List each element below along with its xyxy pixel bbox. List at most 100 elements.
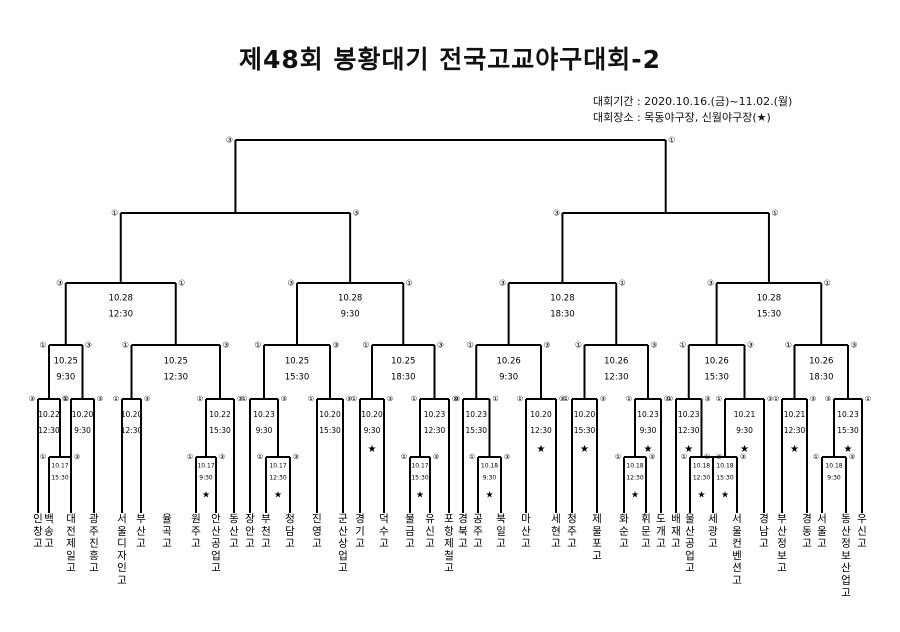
round2-match-15-right-mark: ③ bbox=[810, 395, 816, 403]
round2-match-7-venue-mark: ★ bbox=[368, 444, 377, 455]
round1-match-2-left-mark: ① bbox=[187, 453, 193, 461]
round1-match-2-venue-mark: ★ bbox=[202, 491, 210, 501]
round1-match-6-left-mark: ① bbox=[615, 453, 621, 461]
round1-match-1-date: 10.17 bbox=[51, 463, 68, 470]
round3-match-1-date: 10.25 bbox=[54, 357, 78, 367]
round4-match-4-date: 10.28 bbox=[757, 294, 781, 304]
round1-match-9-date: 10.18 bbox=[825, 463, 842, 470]
round3-match-3-date: 10.25 bbox=[285, 357, 309, 367]
round2-match-14-left-mark: ① bbox=[716, 395, 722, 403]
round2-match-9-time: 15:30 bbox=[465, 426, 487, 435]
round3-match-1-right-mark: ③ bbox=[85, 341, 92, 350]
round1-match-9-left-mark: ① bbox=[813, 453, 819, 461]
round2-match-2-left-mark: ① bbox=[62, 395, 68, 403]
round3-match-6-time: 12:30 bbox=[604, 373, 629, 383]
round2-match-11-time: 15:30 bbox=[574, 426, 596, 435]
round1-match-8-venue-mark: ★ bbox=[721, 491, 729, 501]
round2-match-7-date: 10.20 bbox=[361, 410, 383, 419]
round2-match-13-left-mark: ① bbox=[667, 395, 673, 403]
round2-match-14-venue-mark: ★ bbox=[740, 444, 749, 455]
round2-match-4-left-mark: ① bbox=[197, 395, 203, 403]
round1-match-5-venue-mark: ★ bbox=[485, 491, 493, 501]
round3-match-5-left-mark: ① bbox=[467, 341, 474, 350]
round1-match-2-right-mark: ③ bbox=[219, 453, 225, 461]
round1-match-5-date: 10.18 bbox=[481, 463, 498, 470]
round3-match-4-right-mark: ③ bbox=[437, 341, 444, 350]
round3-match-2-right-mark: ③ bbox=[222, 341, 229, 350]
round2-match-13-date: 10.23 bbox=[678, 410, 700, 419]
round4-match-2-right-mark: ① bbox=[406, 279, 413, 288]
round2-match-5-time: 9:30 bbox=[256, 426, 273, 435]
round2-match-7-left-mark: ① bbox=[351, 395, 357, 403]
round1-match-4-left-mark: ① bbox=[401, 453, 407, 461]
round1-match-9-right-mark: ③ bbox=[849, 453, 855, 461]
round3-match-8-time: 18:30 bbox=[809, 373, 834, 383]
round1-match-6-right-mark: ③ bbox=[649, 453, 655, 461]
round2-match-2-date: 10.20 bbox=[72, 410, 94, 419]
round3-match-2-date: 10.25 bbox=[164, 357, 188, 367]
semifinal-2-right-mark: ① bbox=[771, 209, 778, 218]
round3-match-7-left-mark: ① bbox=[679, 341, 686, 350]
round2-match-15-venue-mark: ★ bbox=[790, 444, 799, 455]
round2-match-10-venue-mark: ★ bbox=[537, 444, 546, 455]
round3-match-8-right-mark: ③ bbox=[850, 341, 857, 350]
round2-match-10-right-mark: ③ bbox=[559, 395, 565, 403]
round3-match-4-date: 10.25 bbox=[391, 357, 415, 367]
round1-match-5-time: 9:30 bbox=[483, 475, 497, 482]
round1-match-3-right-mark: ③ bbox=[293, 453, 299, 461]
round2-match-14-time: 9:30 bbox=[736, 426, 753, 435]
round2-match-5-left-mark: ① bbox=[241, 395, 247, 403]
round2-match-3-date: 10.20 bbox=[121, 410, 143, 419]
round1-match-8-date: 10.18 bbox=[716, 463, 733, 470]
round2-match-3-time: 12:30 bbox=[121, 426, 143, 435]
round1-match-7-venue-mark: ★ bbox=[697, 491, 705, 501]
round2-match-16-left-mark: ③ bbox=[825, 395, 831, 403]
round2-match-4-date: 10.22 bbox=[209, 410, 231, 419]
round1-match-6-date: 10.18 bbox=[626, 463, 643, 470]
round3-match-4-left-mark: ① bbox=[362, 341, 369, 350]
round2-match-8-right-mark: ③ bbox=[452, 395, 458, 403]
round2-match-11-date: 10.20 bbox=[574, 410, 596, 419]
round2-match-6-time: 15:30 bbox=[319, 426, 341, 435]
round3-match-3-left-mark: ① bbox=[254, 341, 261, 350]
round3-match-2-left-mark: ① bbox=[122, 341, 129, 350]
round3-match-8-left-mark: ① bbox=[785, 341, 792, 350]
round1-match-4-right-mark: ③ bbox=[433, 453, 439, 461]
final-right-mark: ① bbox=[668, 136, 675, 145]
round2-match-6-left-mark: ① bbox=[308, 395, 314, 403]
round2-match-16-date: 10.23 bbox=[837, 410, 859, 419]
round1-match-3-left-mark: ① bbox=[257, 453, 263, 461]
round2-match-13-venue-mark: ★ bbox=[684, 444, 693, 455]
round2-match-15-date: 10.21 bbox=[784, 410, 806, 419]
round1-match-2-date: 10.17 bbox=[197, 463, 214, 470]
tournament-period: 대회기간 : 2020.10.16.(금)~11.02.(월) bbox=[593, 95, 793, 108]
round3-match-7-date: 10.26 bbox=[704, 357, 728, 367]
round2-match-9-left-mark: ③ bbox=[454, 395, 460, 403]
round1-match-8-left-mark: ① bbox=[704, 453, 710, 461]
round2-match-7-time: 9:30 bbox=[364, 426, 381, 435]
round2-match-10-time: 12:30 bbox=[530, 426, 552, 435]
round3-match-5-time: 9:30 bbox=[499, 373, 518, 383]
round1-match-8-right-mark: ③ bbox=[740, 453, 746, 461]
round2-match-15-left-mark: ① bbox=[773, 395, 779, 403]
round2-match-2-time: 9:30 bbox=[74, 426, 91, 435]
round1-match-7-date: 10.18 bbox=[693, 463, 710, 470]
round3-match-7-time: 15:30 bbox=[704, 373, 729, 383]
